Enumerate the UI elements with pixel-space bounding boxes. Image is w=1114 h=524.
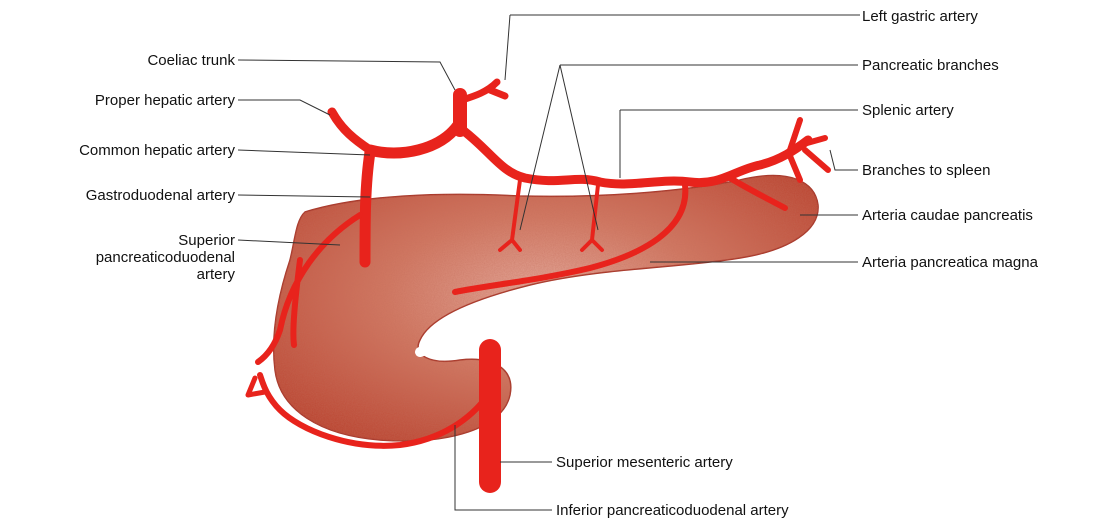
label-arteria-pancreatica-magna: Arteria pancreatica magna <box>862 254 1038 271</box>
label-pancreatic-branches: Pancreatic branches <box>862 57 999 74</box>
label-common-hepatic-artery: Common hepatic artery <box>0 142 235 159</box>
gastroduodenal-artery <box>365 152 370 262</box>
label-arteria-caudae-pancreatis: Arteria caudae pancreatis <box>862 207 1033 224</box>
splenic-artery <box>460 128 808 184</box>
label-proper-hepatic-artery: Proper hepatic artery <box>10 92 235 109</box>
label-left-gastric-artery: Left gastric artery <box>862 8 978 25</box>
label-gastroduodenal-artery: Gastroduodenal artery <box>0 187 235 204</box>
label-splenic-artery: Splenic artery <box>862 102 954 119</box>
label-superior-pancreaticoduodenal-artery: Superior pancreaticoduodenal artery <box>20 232 235 283</box>
label-coeliac-trunk: Coeliac trunk <box>40 52 235 69</box>
common-hepatic-artery <box>370 125 458 153</box>
left-gastric-artery <box>462 82 505 100</box>
label-inferior-pancreaticoduodenal-artery: Inferior pancreaticoduodenal artery <box>556 502 789 519</box>
label-superior-mesenteric-artery: Superior mesenteric artery <box>556 454 733 471</box>
proper-hepatic-artery <box>332 112 370 150</box>
label-branches-to-spleen: Branches to spleen <box>862 162 990 179</box>
